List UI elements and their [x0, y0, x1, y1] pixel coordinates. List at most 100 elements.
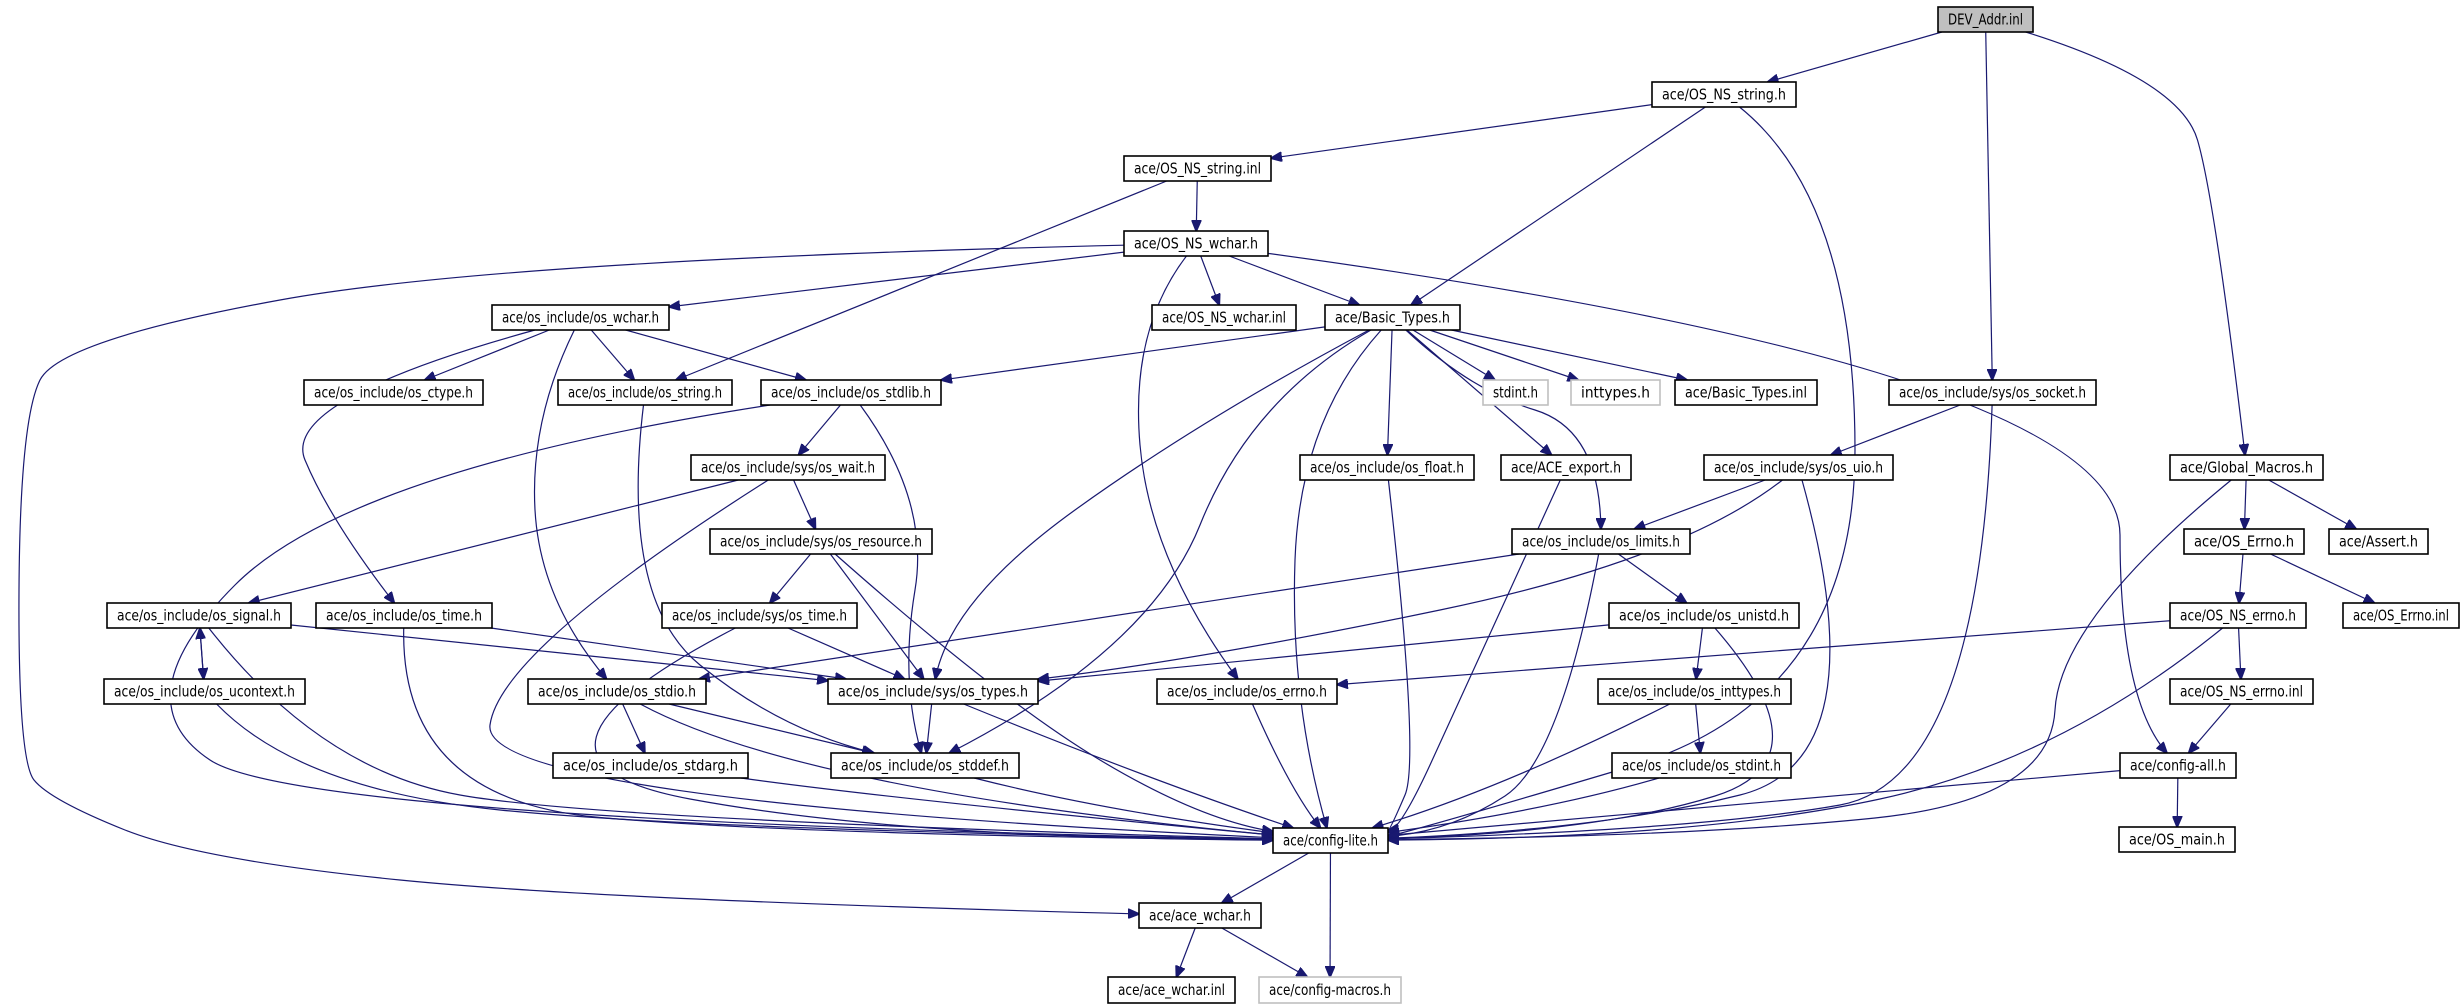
node-os-unistd-h[interactable]: ace/os_include/os_unistd.h: [1608, 602, 1800, 629]
node-assert-h[interactable]: ace/Assert.h: [2328, 528, 2429, 555]
node-stdint-h[interactable]: stdint.h: [1482, 379, 1549, 406]
node-box: [2183, 528, 2305, 555]
edge-os-ucontext-h-to-config-lite-h: [216, 703, 1273, 840]
edge-os-ns-wchar-h-to-os-wchar-h: [669, 251, 1125, 307]
node-os-stddef-h[interactable]: ace/os_include/os_stddef.h: [830, 752, 1020, 779]
node-global-macros-h[interactable]: ace/Global_Macros.h: [2169, 454, 2324, 481]
node-os-ns-string-h[interactable]: ace/OS_NS_string.h: [1651, 81, 1797, 108]
node-os-float-h[interactable]: ace/os_include/os_float.h: [1299, 454, 1475, 481]
edge-os-resource-h-to-os-types-h: [829, 553, 923, 679]
node-box: [2169, 678, 2314, 705]
edge-dev-addr-inl-to-global-macros-h: [2025, 31, 2245, 455]
node-os-inttypes-h[interactable]: ace/os_include/os_inttypes.h: [1597, 678, 1792, 705]
node-label: ace/os_include/os_inttypes.h: [1608, 683, 1781, 702]
node-label: ace/os_include/os_string.h: [568, 384, 722, 403]
edge-os-signal-h-to-config-lite-h: [208, 627, 1273, 839]
edge-os-socket-h-to-os-uio-h: [1831, 404, 1961, 455]
node-os-wait-h[interactable]: ace/os_include/sys/os_wait.h: [690, 454, 886, 481]
node-os-stdarg-h[interactable]: ace/os_include/os_stdarg.h: [552, 752, 749, 779]
edge-os-resource-h-to-sys-os-time-h: [770, 553, 812, 603]
edge-os-ns-errno-h-to-config-lite-h: [1388, 627, 2223, 840]
node-box: [690, 454, 886, 481]
node-config-macros-h[interactable]: ace/config-macros.h: [1258, 976, 1402, 1004]
node-inttypes-h[interactable]: inttypes.h: [1570, 379, 1661, 406]
node-box: [1597, 678, 1792, 705]
edge-os-wait-h-to-config-lite-h: [489, 479, 1273, 838]
node-config-lite-h[interactable]: ace/config-lite.h: [1272, 827, 1389, 854]
node-os-ucontext-h[interactable]: ace/os_include/os_ucontext.h: [103, 678, 306, 705]
edge-ace-export-h-to-config-lite-h: [1388, 479, 1561, 832]
edge-os-unistd-h-to-config-lite-h: [1388, 627, 1774, 839]
node-box: [1482, 379, 1549, 406]
node-label: DEV_Addr.inl: [1948, 11, 2023, 30]
node-os-socket-h[interactable]: ace/os_include/sys/os_socket.h: [1888, 379, 2097, 406]
node-os-main-h[interactable]: ace/OS_main.h: [2118, 826, 2236, 853]
node-sys-os-time-h[interactable]: ace/os_include/sys/os_time.h: [661, 602, 858, 629]
node-label: ace/OS_NS_errno.h: [2180, 607, 2296, 626]
node-os-uio-h[interactable]: ace/os_include/sys/os_uio.h: [1703, 454, 1894, 481]
node-label: ace/os_include/os_limits.h: [1522, 533, 1680, 552]
node-ace-wchar-inl[interactable]: ace/ace_wchar.inl: [1107, 976, 1236, 1004]
edge-ace-wchar-h-to-ace-wchar-inl: [1176, 927, 1196, 977]
node-os-ctype-h[interactable]: ace/os_include/os_ctype.h: [303, 379, 484, 406]
edge-os-time-h-to-config-lite-h: [403, 627, 1273, 840]
node-config-all-h[interactable]: ace/config-all.h: [2119, 752, 2237, 779]
node-box: [527, 678, 707, 705]
edge-os-stdint-h-to-config-lite-h: [1388, 777, 1660, 833]
node-os-errno-h[interactable]: ace/os_include/os_errno.h: [1156, 678, 1338, 705]
node-os-time-h[interactable]: ace/os_include/os_time.h: [315, 602, 493, 629]
edge-basic-types-h-to-os-float-h: [1387, 329, 1392, 455]
node-label: ace/os_include/os_wchar.h: [502, 309, 659, 328]
node-box: [1937, 6, 2034, 33]
node-os-limits-h[interactable]: ace/os_include/os_limits.h: [1511, 528, 1691, 555]
node-box: [491, 304, 670, 331]
edge-os-unistd-h-to-os-inttypes-h: [1696, 627, 1704, 679]
node-basic-types-h[interactable]: ace/Basic_Types.h: [1324, 304, 1461, 331]
node-label: ace/os_include/os_errno.h: [1167, 683, 1327, 702]
edge-basic-types-h-to-stdint-h: [1412, 329, 1495, 380]
edge-dev-addr-inl-to-os-socket-h: [1985, 31, 1993, 380]
edge-basic-types-h-to-os-stddef-h: [949, 329, 1372, 753]
node-label: ace/os_include/os_ctype.h: [314, 384, 473, 403]
node-label: ace/config-all.h: [2130, 757, 2226, 775]
edge-sys-os-time-h-to-os-types-h: [787, 627, 904, 679]
node-os-ns-string-inl[interactable]: ace/OS_NS_string.inl: [1123, 155, 1272, 182]
node-os-ns-wchar-h[interactable]: ace/OS_NS_wchar.h: [1123, 230, 1269, 257]
node-basic-types-inl[interactable]: ace/Basic_Types.inl: [1674, 379, 1818, 406]
node-os-stdlib-h[interactable]: ace/os_include/os_stdlib.h: [760, 379, 942, 406]
edge-global-macros-h-to-config-lite-h: [1388, 479, 2232, 840]
node-os-wchar-h[interactable]: ace/os_include/os_wchar.h: [491, 304, 670, 331]
node-ace-wchar-h[interactable]: ace/ace_wchar.h: [1138, 902, 1262, 929]
node-os-ns-errno-h[interactable]: ace/OS_NS_errno.h: [2169, 602, 2307, 629]
node-os-errno-cap-h[interactable]: ace/OS_Errno.h: [2183, 528, 2305, 555]
node-os-signal-h[interactable]: ace/os_include/os_signal.h: [106, 602, 292, 629]
node-ace-export-h[interactable]: ace/ACE_export.h: [1500, 454, 1632, 481]
node-box: [661, 602, 858, 629]
node-os-stdio-h[interactable]: ace/os_include/os_stdio.h: [527, 678, 707, 705]
edge-basic-types-h-to-config-lite-h: [1293, 329, 1382, 828]
node-os-types-h[interactable]: ace/os_include/sys/os_types.h: [827, 678, 1039, 705]
nodes-layer: DEV_Addr.inl ace/OS_NS_string.h ace/OS_NS_…: [103, 6, 2460, 1004]
node-os-ns-wchar-inl[interactable]: ace/OS_NS_wchar.inl: [1151, 304, 1297, 331]
edge-sys-os-time-h-to-config-lite-h: [594, 627, 1273, 840]
node-label: ace/Global_Macros.h: [2180, 459, 2313, 478]
edge-os-stdlib-h-to-os-wait-h: [799, 404, 841, 455]
node-os-errno-cap-inl[interactable]: ace/OS_Errno.inl: [2342, 602, 2460, 629]
node-os-ns-errno-inl[interactable]: ace/OS_NS_errno.inl: [2169, 678, 2314, 705]
node-dev-addr-inl[interactable]: DEV_Addr.inl: [1937, 6, 2034, 33]
node-label: ace/os_include/sys/os_socket.h: [1899, 384, 2086, 403]
node-os-resource-h[interactable]: ace/os_include/sys/os_resource.h: [709, 528, 933, 555]
node-box: [1123, 230, 1269, 257]
edge-os-ns-errno-h-to-os-ns-errno-inl: [2239, 627, 2241, 679]
edge-os-stdarg-h-to-config-lite-h: [740, 777, 1273, 835]
edge-os-ns-string-h-to-basic-types-h: [1411, 106, 1706, 305]
edge-os-resource-h-to-config-lite-h: [834, 553, 1273, 831]
edge-os-socket-h-to-config-lite-h: [1388, 404, 1993, 839]
node-os-string-h[interactable]: ace/os_include/os_string.h: [557, 379, 733, 406]
node-box: [1703, 454, 1894, 481]
node-label: ace/OS_Errno.h: [2194, 533, 2294, 552]
edge-os-wchar-h-to-os-string-h: [590, 329, 634, 380]
node-label: ace/os_include/sys/os_uio.h: [1714, 459, 1883, 478]
node-os-stdint-h[interactable]: ace/os_include/os_stdint.h: [1611, 752, 1792, 779]
edge-os-time-h-to-os-types-h: [490, 627, 846, 679]
